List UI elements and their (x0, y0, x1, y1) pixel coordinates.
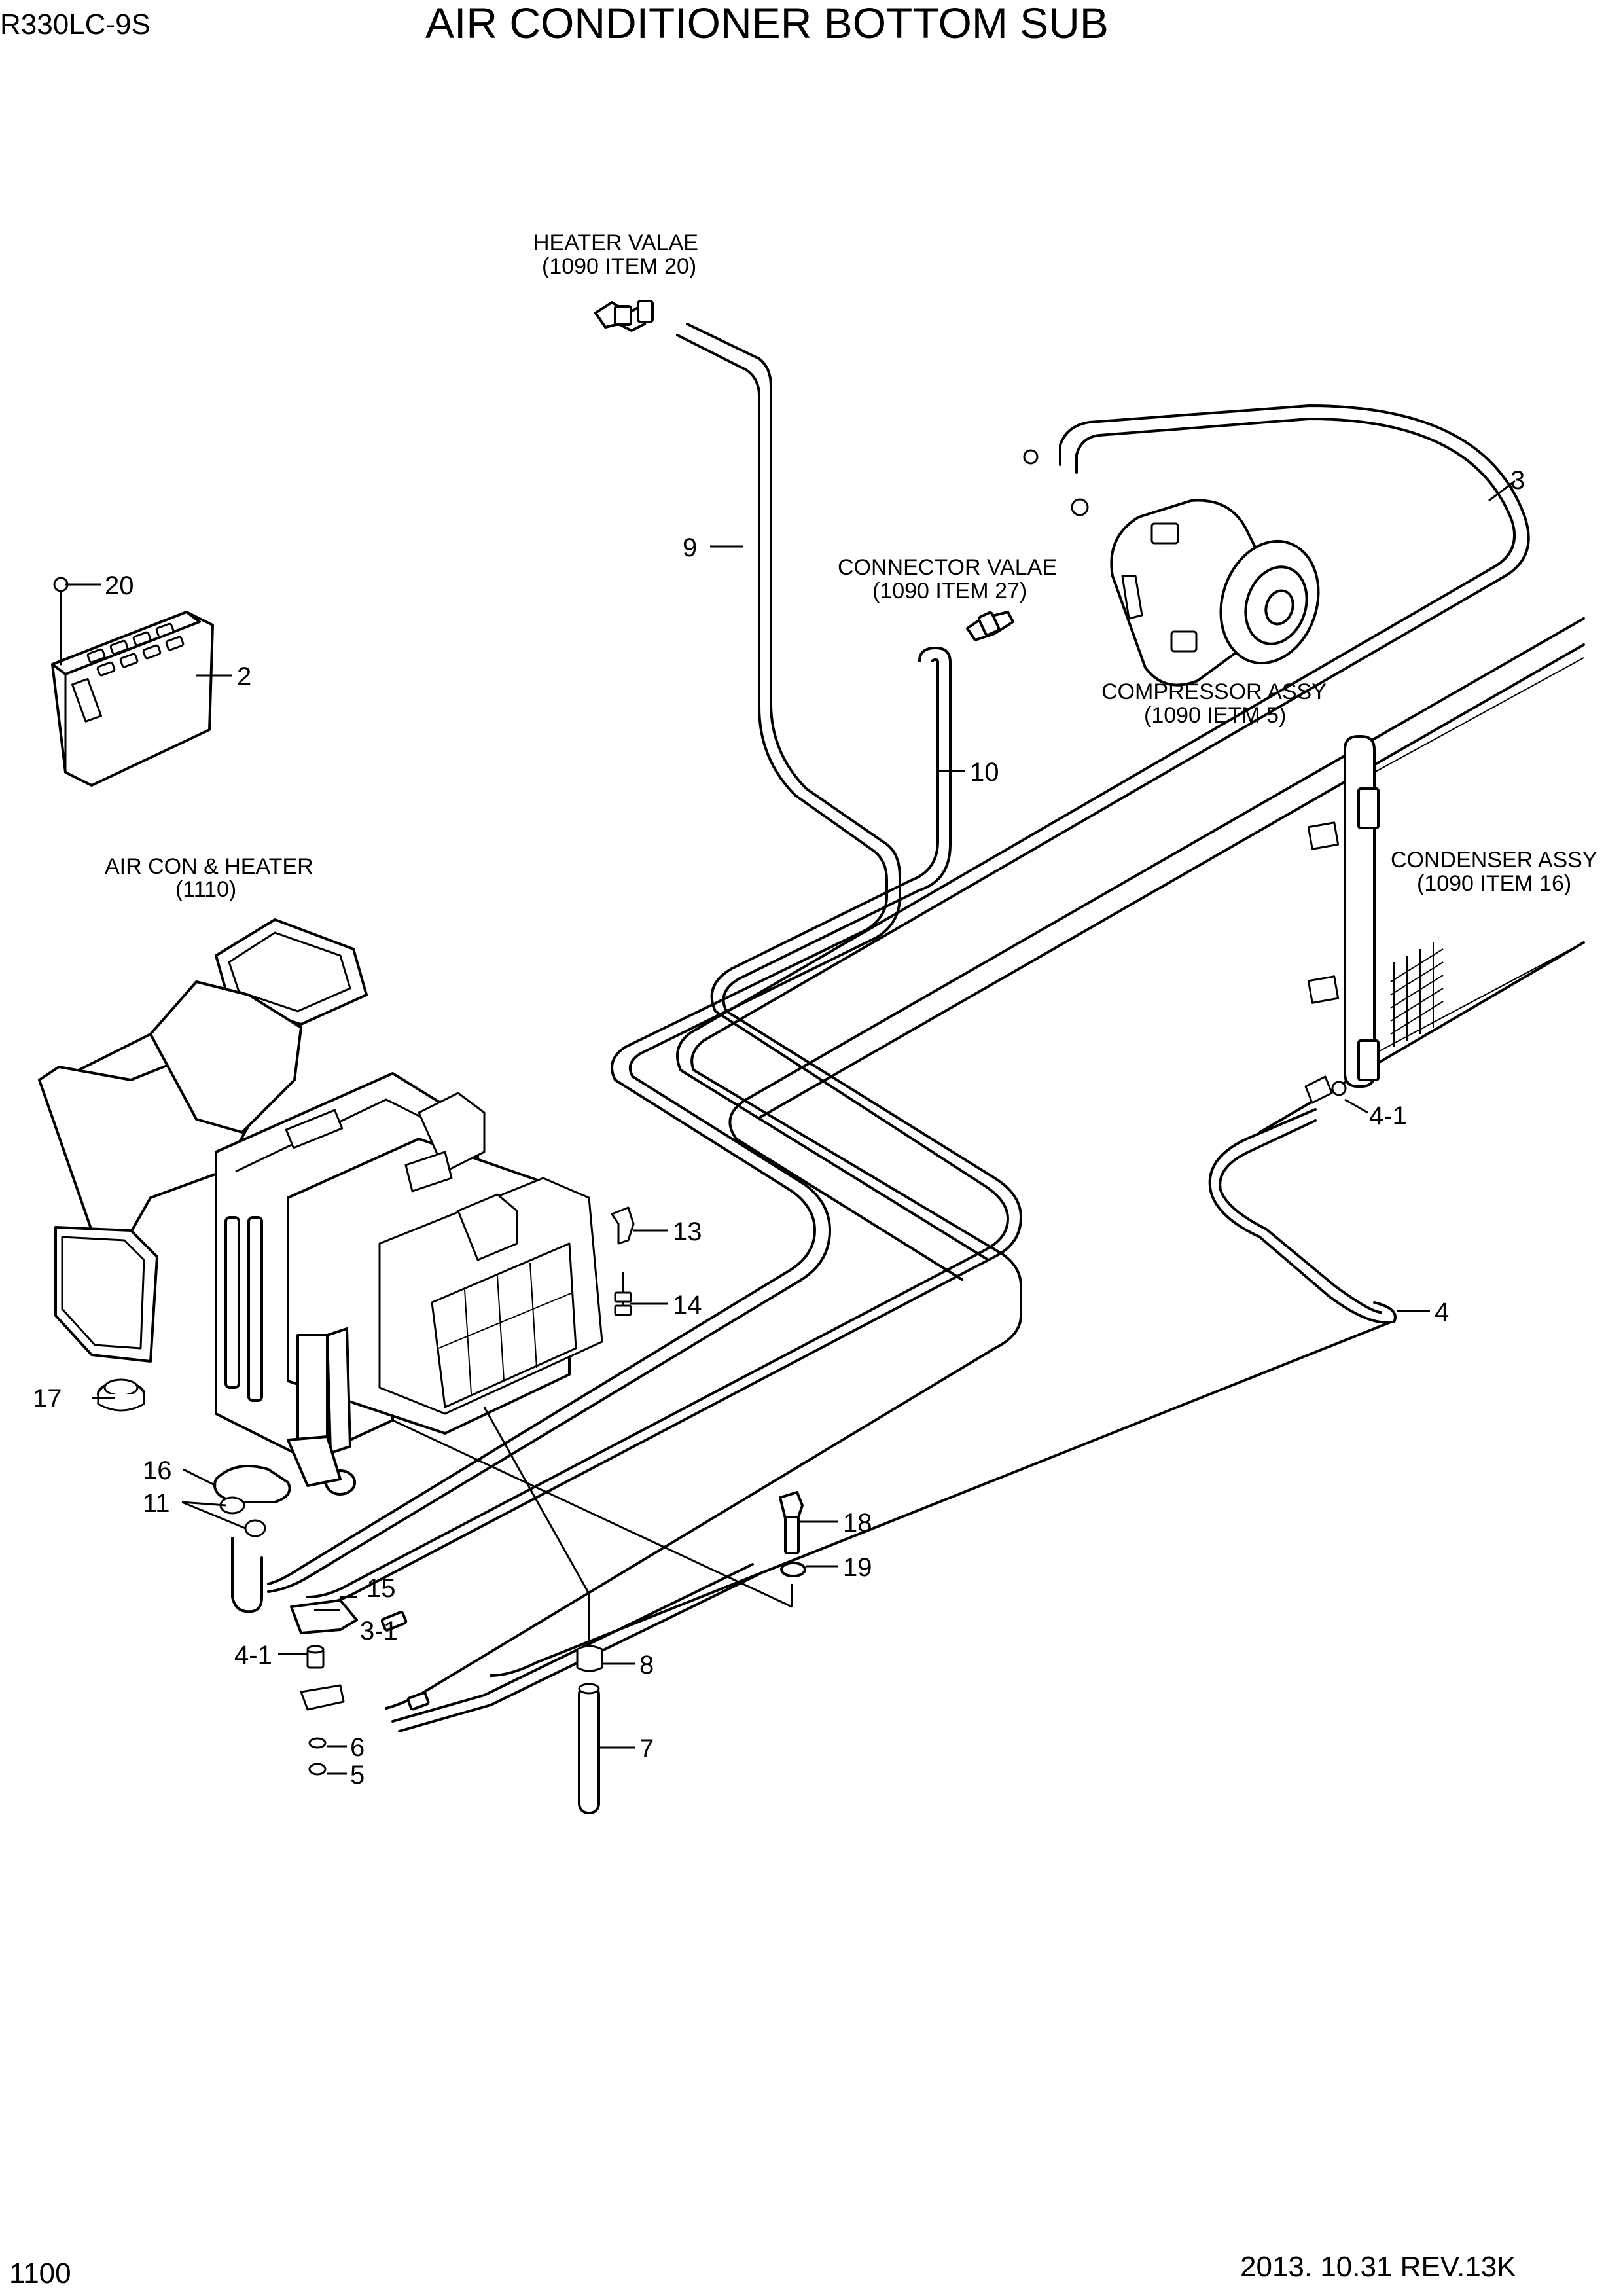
connector-valve-label: CONNECTOR VALAE (838, 555, 1057, 580)
aircon-heater-unit (38, 918, 603, 1496)
compressor-label: COMPRESSOR ASSY (1101, 679, 1327, 704)
drain-tube-7 (578, 1683, 600, 1814)
page-title: AIR CONDITIONER BOTTOM SUB (425, 0, 1109, 47)
bracket-13 (611, 1206, 635, 1245)
callout-18: 18 (843, 1509, 872, 1537)
callout-4-1-right: 4-1 (1369, 1102, 1407, 1130)
panel-buttons (86, 622, 185, 677)
compressor (1023, 449, 1320, 687)
clip-8 (576, 1645, 603, 1672)
aircon-heater-label: AIR CON & HEATER (105, 854, 313, 879)
condenser-ref: (1090 ITEM 16) (1417, 871, 1571, 896)
callout-11: 11 (143, 1489, 170, 1518)
callout-4-1-left: 4-1 (234, 1641, 272, 1670)
model-code: R330LC-9S (0, 9, 151, 41)
condenser-fin-grid (1390, 942, 1444, 1047)
evaporator-frame (431, 1242, 577, 1408)
callout-9: 9 (683, 533, 697, 562)
connector-valve-ref: (1090 ITEM 27) (872, 579, 1027, 603)
callout-7: 7 (639, 1734, 654, 1763)
callout-13: 13 (673, 1217, 702, 1246)
condenser-label: CONDENSER ASSY (1391, 848, 1597, 872)
liquid-hose-4 (490, 1108, 1397, 1677)
callout-15: 15 (366, 1574, 396, 1603)
callout-2: 2 (237, 662, 251, 691)
aircon-heater-ref: (1110) (175, 877, 236, 902)
callout-3: 3 (1510, 466, 1525, 495)
washer-19 (780, 1562, 806, 1577)
bolt-18 (779, 1491, 804, 1554)
bracket-lower (300, 1684, 345, 1711)
washer-6 (308, 1737, 327, 1749)
callout-4: 4 (1435, 1298, 1449, 1327)
heater-valve-label: HEATER VALAE (533, 230, 698, 255)
condenser (1304, 657, 1584, 1104)
compressor-ref: (1090 IETM 5) (1144, 703, 1286, 728)
callout-3-1: 3-1 (360, 1617, 398, 1645)
grommet-17 (97, 1378, 145, 1412)
climate-control-panel (51, 577, 214, 787)
revision-date: 2013. 10.31 REV.13K (1240, 2251, 1516, 2283)
callout-19: 19 (843, 1553, 872, 1582)
drain-hose-loop (231, 1537, 263, 1613)
callout-8: 8 (639, 1651, 654, 1679)
heater-valve-ref: (1090 ITEM 20) (542, 254, 696, 279)
nut-5 (308, 1763, 327, 1776)
fitting-4-1-lower (306, 1645, 325, 1669)
lower-pipe-assembly (380, 1563, 760, 1732)
callout-5: 5 (350, 1761, 365, 1789)
connector-hose-10 (306, 647, 1022, 1608)
callout-leaders (65, 480, 1516, 1775)
callout-10: 10 (970, 758, 999, 787)
plate-16 (213, 1465, 291, 1503)
callout-6: 6 (350, 1733, 365, 1762)
connector-valve (966, 611, 1014, 641)
page-number: 1100 (9, 2257, 71, 2289)
bolt-14 (614, 1272, 632, 1316)
callout-14: 14 (673, 1291, 702, 1319)
clamp-11 (219, 1496, 266, 1537)
heater-valve (594, 300, 654, 332)
callout-16: 16 (143, 1456, 172, 1485)
callout-20: 20 (105, 571, 134, 600)
plate-15 (290, 1599, 358, 1634)
callout-17: 17 (33, 1384, 62, 1413)
